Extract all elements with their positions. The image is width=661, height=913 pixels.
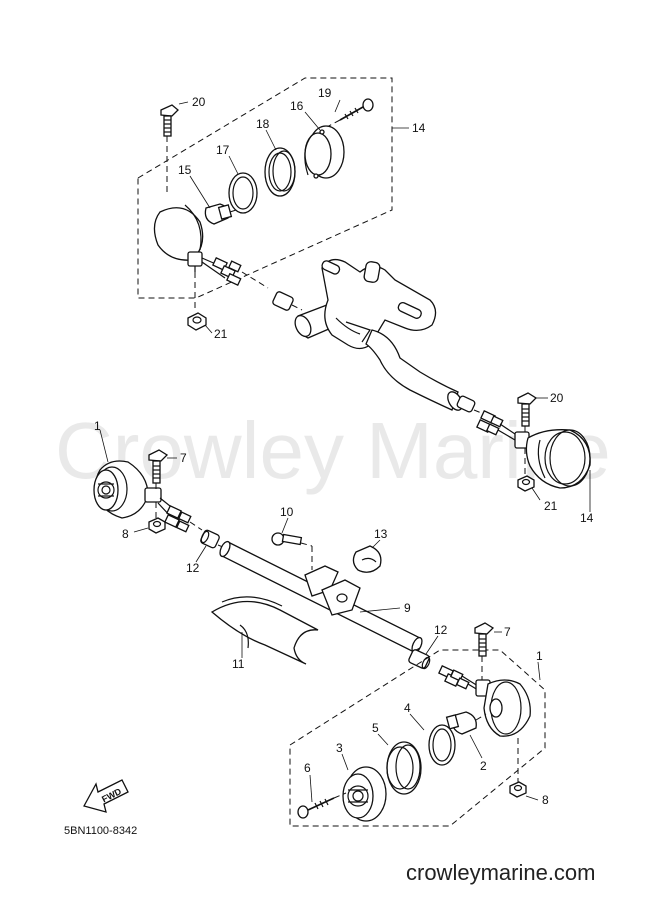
callout-20-top: 20: [192, 95, 206, 109]
lens-5: [386, 741, 422, 795]
callout-11: 11: [232, 657, 245, 671]
fwd-arrow-icon: FWD: [83, 779, 129, 813]
bulb-15: [204, 203, 237, 225]
callout-19: 19: [318, 86, 332, 100]
bulb-2: [445, 711, 487, 735]
front-right-connectors: [438, 664, 479, 691]
callout-16: 16: [290, 99, 304, 113]
callout-1-right: 1: [536, 649, 543, 663]
lens-rim-16: [304, 125, 345, 179]
part-code: 5BN1100-8342: [64, 825, 137, 837]
assembly-box-bottom: [289, 649, 546, 827]
cover-11: [210, 596, 319, 665]
callout-14-right: 14: [580, 511, 594, 525]
callout-8-right: 8: [542, 793, 549, 807]
callout-8-left: 8: [122, 527, 129, 541]
callout-4: 4: [404, 701, 411, 715]
callout-7-left: 7: [180, 451, 187, 465]
callout-13: 13: [374, 527, 388, 541]
callout-3: 3: [336, 741, 343, 755]
gasket-4: [428, 724, 456, 766]
nut-21-top: [187, 312, 207, 331]
gasket-17: [228, 172, 258, 214]
callout-10: 10: [280, 505, 294, 519]
callout-9: 9: [404, 601, 411, 615]
callout-12-right: 12: [434, 623, 448, 637]
front-left-signal: [93, 449, 203, 534]
rear-flasher-stay: [272, 258, 485, 415]
lens-rim-3: [342, 766, 387, 822]
collar-12-left: [200, 529, 231, 551]
assembly-box-top: [137, 77, 393, 299]
callout-17: 17: [216, 143, 230, 157]
signal-assembly-14-right: [476, 392, 591, 492]
callout-14-top: 14: [412, 121, 426, 135]
callout-21-right: 21: [544, 499, 558, 513]
clamp-13: [352, 545, 382, 573]
signal-housing-top: [153, 204, 269, 310]
screw-19: [324, 98, 374, 129]
callout-18: 18: [256, 117, 270, 131]
bolt-10: [271, 532, 313, 570]
callout-12-left: 12: [186, 561, 200, 575]
leader-lines: [99, 99, 591, 803]
signal-housing-bottom: [474, 622, 531, 798]
callout-5: 5: [372, 721, 379, 735]
lens-18: [264, 147, 296, 197]
callout-6: 6: [304, 761, 311, 775]
callout-2: 2: [480, 759, 487, 773]
callout-1-left: 1: [94, 419, 101, 433]
callout-15: 15: [178, 163, 192, 177]
bolt-20-top: [160, 104, 179, 195]
footer-url: crowleymarine.com: [406, 860, 596, 885]
callout-7-right: 7: [504, 625, 511, 639]
collar-12-right: [408, 647, 431, 670]
screw-6: [297, 792, 347, 819]
callout-21-top: 21: [214, 327, 228, 341]
callout-20-right: 20: [550, 391, 564, 405]
